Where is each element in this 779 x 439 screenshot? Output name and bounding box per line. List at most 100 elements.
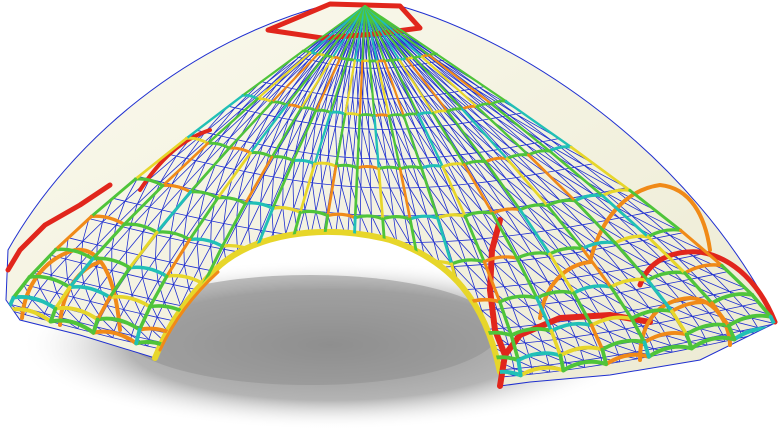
tube-segment xyxy=(720,263,754,297)
mesh-triangle-edge xyxy=(235,200,250,229)
mesh-triangle-edge xyxy=(319,125,330,156)
tube-segment xyxy=(609,277,650,289)
mesh-triangle-edge xyxy=(521,260,548,284)
tube-segment xyxy=(600,347,608,366)
mesh-triangle-edge xyxy=(428,127,453,157)
mesh-triangle-edge xyxy=(184,243,200,269)
tube-segment xyxy=(373,113,391,118)
mesh-triangle-edge xyxy=(286,121,303,152)
tube-segment xyxy=(298,162,317,214)
tube-segment xyxy=(604,352,651,367)
tube-segment xyxy=(253,249,290,259)
mesh-triangle-edge xyxy=(493,263,519,287)
tube-segment xyxy=(314,57,342,112)
tube-segment xyxy=(398,167,412,221)
mesh-triangle-edge xyxy=(484,151,517,180)
tube-segment xyxy=(216,196,247,205)
mesh-triangle-edge xyxy=(83,266,101,288)
tube-segment xyxy=(300,56,334,110)
tube-segment xyxy=(48,318,96,335)
tube-segment xyxy=(202,244,224,286)
mesh-triangle-edge xyxy=(262,117,283,147)
tube-segment xyxy=(491,211,519,260)
mesh-triangle-edge xyxy=(486,181,516,209)
tube-segment xyxy=(148,274,169,309)
mesh-triangle-edge xyxy=(604,294,633,314)
mesh-triangle-edge xyxy=(149,155,177,183)
mesh-triangle-edge xyxy=(470,212,496,239)
tube-segment xyxy=(271,53,319,104)
mesh-triangle-edge xyxy=(291,235,306,263)
tube-segment xyxy=(122,222,159,234)
mesh-triangle-edge xyxy=(362,67,369,99)
mesh-triangle-edge xyxy=(211,196,228,224)
tube-segment xyxy=(91,317,100,335)
tube-segment xyxy=(364,5,401,61)
mesh-triangle-edge xyxy=(147,281,165,303)
tube-segment xyxy=(256,51,312,100)
mesh-triangle-edge xyxy=(337,185,350,215)
mesh-triangle-edge xyxy=(697,277,730,296)
tube-segment xyxy=(436,213,467,220)
mesh-triangle-edge xyxy=(542,141,585,168)
tube-segment xyxy=(435,52,507,103)
tube-segment xyxy=(249,103,288,154)
right-foot-tube-b xyxy=(487,217,508,358)
tube-segment xyxy=(271,159,295,210)
tube-segment xyxy=(482,260,502,304)
tube-segment xyxy=(285,54,327,107)
mesh-triangle-edge xyxy=(614,344,637,356)
mesh-triangle-edge xyxy=(369,158,381,189)
tube-segment xyxy=(726,323,737,342)
mesh-triangle-edge xyxy=(359,186,372,216)
tube-segment xyxy=(368,60,376,117)
tube-segment xyxy=(270,106,303,159)
tube-segment xyxy=(326,212,357,220)
mesh-triangle-edge xyxy=(415,215,435,243)
mesh-triangle-edge xyxy=(407,65,435,97)
tube-segment xyxy=(11,295,58,311)
tube-segment xyxy=(48,306,58,324)
tube-segment xyxy=(726,313,773,328)
tube-segment xyxy=(684,322,731,337)
mesh-triangle-edge xyxy=(554,170,594,197)
tube-segment xyxy=(613,234,650,245)
mesh-triangle-edge xyxy=(215,169,235,197)
tube-segment xyxy=(339,5,366,60)
tube-segment xyxy=(670,309,689,337)
tube-segment xyxy=(220,201,247,248)
tube-segment xyxy=(402,112,420,117)
tube-segment xyxy=(679,228,724,268)
tube-segment xyxy=(613,241,650,282)
tube-segment xyxy=(356,114,361,169)
tube-segment xyxy=(490,102,551,153)
tube-segment xyxy=(509,333,521,362)
tube-segment xyxy=(515,251,552,260)
tube-segment xyxy=(684,332,694,351)
mesh-triangle-edge xyxy=(495,117,535,145)
mesh-triangle-edge xyxy=(266,57,300,85)
tube-segment xyxy=(54,247,95,261)
tube-segment xyxy=(161,141,210,187)
tube-segment xyxy=(572,291,594,327)
tube-segment xyxy=(526,153,577,203)
mesh-triangle-edge xyxy=(224,141,247,170)
mesh-triangle-edge xyxy=(380,68,394,100)
mesh-triangle-edge xyxy=(712,274,746,292)
mesh-triangle-edge xyxy=(700,328,723,339)
tube-segment xyxy=(90,177,137,218)
tube-segment xyxy=(441,165,467,218)
mesh-triangle-edge xyxy=(496,308,520,329)
tube-segment xyxy=(505,157,549,207)
mesh-triangle-edge xyxy=(381,129,395,160)
mesh-triangle-edge xyxy=(414,64,445,95)
mesh-triangle-edge xyxy=(466,265,490,290)
mesh-triangle-edge xyxy=(402,158,420,188)
tube-segment xyxy=(580,240,617,251)
tube-segment xyxy=(383,60,405,117)
tube-segment xyxy=(387,114,402,170)
tube-segment xyxy=(353,214,385,221)
tube-segment xyxy=(463,210,495,218)
mesh-triangle-edge xyxy=(438,60,480,89)
tube-segment xyxy=(353,5,366,62)
